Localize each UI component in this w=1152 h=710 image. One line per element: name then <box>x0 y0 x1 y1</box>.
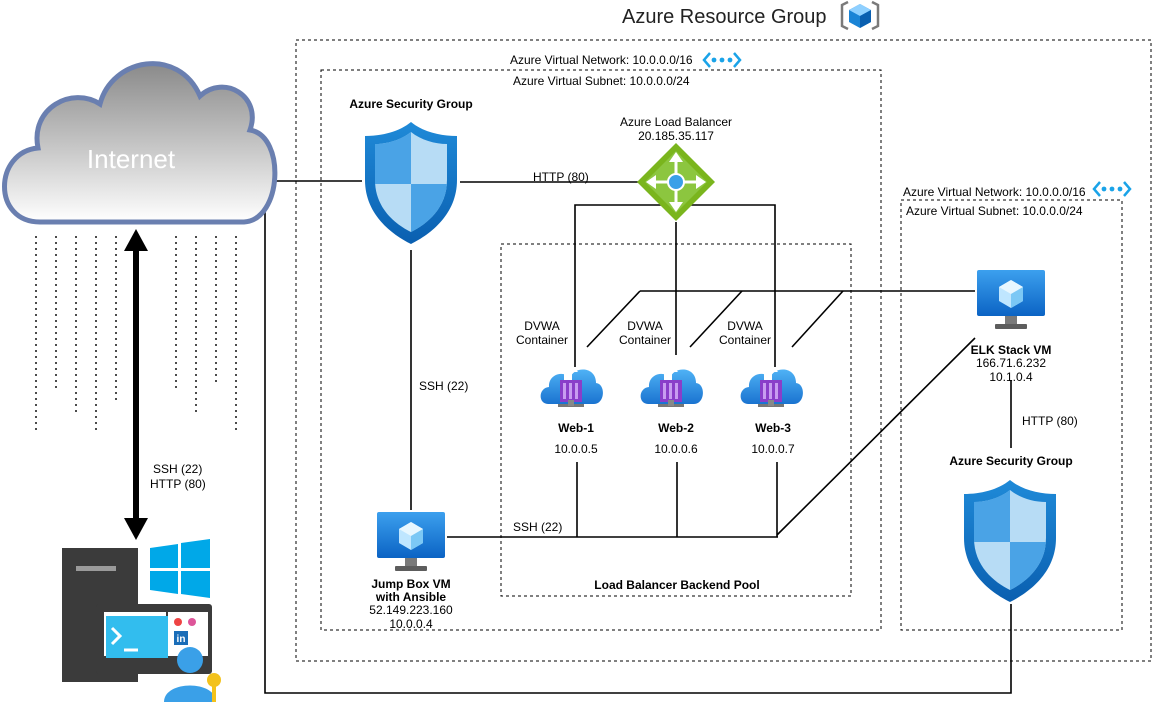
security-group-main-label: Azure Security Group <box>349 97 473 111</box>
client-ssh-label: SSH (22) <box>153 462 203 476</box>
jump-box-name2: with Ansible <box>375 590 447 604</box>
web2-name: Web-2 <box>658 421 694 435</box>
jump-box-public-ip: 52.149.223.160 <box>369 603 453 617</box>
http-link-label: HTTP (80) <box>533 170 589 184</box>
elk-subnet-boundary <box>900 199 1123 631</box>
admin-workstation-icon: in <box>62 548 221 702</box>
resource-group-title: Azure Resource Group <box>622 6 827 28</box>
elk-vm-public-ip: 166.71.6.232 <box>975 356 1047 370</box>
jump-box-vm-icon <box>377 512 445 571</box>
vnet-dots-icon <box>702 52 742 68</box>
resource-group-boundary <box>295 39 1152 662</box>
rain-lines <box>35 236 237 432</box>
load-balancer-icon <box>637 143 715 221</box>
client-http-label: HTTP (80) <box>150 477 206 491</box>
elk-vm-private-ip: 10.1.0.4 <box>989 370 1033 384</box>
windows-logo-icon <box>150 539 210 598</box>
web-server-icon-3 <box>740 360 803 407</box>
web1-container-label: DVWA <box>524 319 560 333</box>
connector-lines <box>264 180 1012 694</box>
ssh-vertical-label: SSH (22) <box>419 379 469 393</box>
load-balancer-ip: 20.185.35.117 <box>638 129 714 143</box>
main-subnet-boundary <box>320 69 882 631</box>
web3-container-label: DVWA <box>727 319 763 333</box>
web2-container-label2: Container <box>618 333 672 347</box>
web2-container-label: DVWA <box>627 319 663 333</box>
internet-cloud-icon <box>2 61 278 225</box>
linkedin-badge: in <box>177 634 186 645</box>
security-group-elk-label: Azure Security Group <box>949 454 1073 468</box>
security-shield-icon <box>365 122 457 244</box>
web-server-icon-1 <box>540 360 603 407</box>
load-balancer-name: Azure Load Balancer <box>619 115 733 129</box>
web1-container-label2: Container <box>515 333 569 347</box>
web3-container-label2: Container <box>718 333 772 347</box>
vnet-dots-icon-elk <box>1092 181 1132 197</box>
main-vnet-label: Azure Virtual Network: 10.0.0.0/16 <box>510 53 693 67</box>
main-subnet-label: Azure Virtual Subnet: 10.0.0.0/24 <box>513 74 690 88</box>
web2-ip: 10.0.0.6 <box>654 442 698 456</box>
elk-subnet-label: Azure Virtual Subnet: 10.0.0.0/24 <box>906 204 1083 218</box>
client-double-arrow <box>124 229 148 540</box>
internet-label: Internet <box>86 144 176 174</box>
security-shield-icon-elk <box>964 480 1056 602</box>
elk-vnet-label: Azure Virtual Network: 10.0.0.0/16 <box>903 185 1086 199</box>
elk-vm-icon <box>977 270 1045 329</box>
jump-box-name: Jump Box VM <box>371 577 451 591</box>
web1-ip: 10.0.0.5 <box>554 442 598 456</box>
resource-group-cube-icon <box>840 0 880 31</box>
jump-box-private-ip: 10.0.0.4 <box>389 617 433 631</box>
web3-ip: 10.0.0.7 <box>751 442 795 456</box>
ssh-jump-label: SSH (22) <box>513 520 563 534</box>
web1-name: Web-1 <box>558 421 594 435</box>
backend-pool-label: Load Balancer Backend Pool <box>594 578 760 592</box>
web3-name: Web-3 <box>755 421 791 435</box>
elk-http-label: HTTP (80) <box>1022 414 1078 428</box>
elk-vm-name: ELK Stack VM <box>970 343 1052 357</box>
web-server-icon-2 <box>640 360 703 407</box>
